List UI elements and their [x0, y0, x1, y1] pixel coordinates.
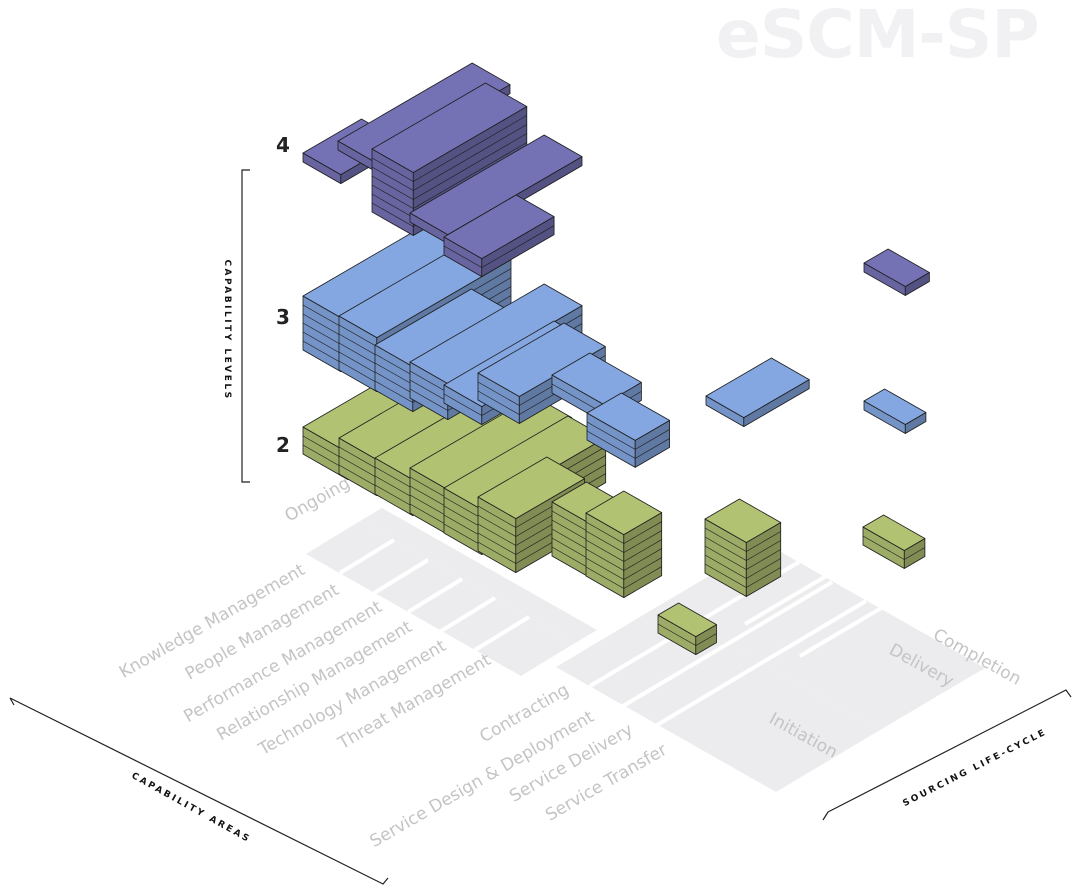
- sourcing-lifecycle-title: SOURCING LIFE-CYCLE: [901, 727, 1048, 809]
- l4-performance-a-top: [371, 82, 528, 173]
- l2-delivery-a-plate-line: [704, 545, 781, 570]
- l3-delivery-a-top: [705, 357, 810, 419]
- floor-ongoing: [306, 508, 597, 676]
- capability-areas-title: CAPABILITY AREAS: [130, 771, 253, 845]
- l2-completion-a-plate-line: [862, 535, 926, 560]
- l4-technology-a: [443, 194, 555, 278]
- level-2-label: 2: [276, 433, 290, 457]
- l2-delivery-a: [704, 498, 782, 597]
- l2-transfer-a-plate-line: [657, 623, 717, 646]
- l2-design-a: [585, 490, 663, 598]
- l3-design-a-plate-line: [586, 430, 670, 459]
- l2-transfer-a: [657, 602, 717, 655]
- l2-ongoing-f-top: [477, 456, 585, 519]
- l2-design-a-plate-line: [585, 566, 662, 589]
- l4-performance-a-plate-line: [371, 115, 527, 182]
- l4-performance-a-plate-line: [371, 133, 527, 200]
- l2-design-a-plate-line: [585, 539, 662, 562]
- l2-design-a-top: [585, 490, 663, 535]
- l2-ongoing-f: [477, 456, 585, 573]
- l3-completion-a-top: [863, 388, 927, 425]
- l2-delivery-a-plate-line: [704, 527, 781, 552]
- l4-technology-a-plate-line: [443, 225, 555, 268]
- l2-design-a-plate-line: [585, 557, 662, 580]
- capability-blocks: [302, 62, 930, 655]
- l2-delivery-a-plate-line: [704, 563, 781, 588]
- l3-design-a: [586, 392, 670, 468]
- l2-delivery-a-top: [704, 498, 782, 543]
- l3-design-a-top: [586, 392, 670, 441]
- l2-design-a-plate-line: [585, 521, 662, 544]
- level-3-label: 3: [276, 305, 290, 329]
- l2-design-a-plate-line: [585, 530, 662, 553]
- l2-delivery-a-plate-line: [704, 554, 781, 579]
- l4-performance-a-plate-line: [371, 124, 527, 191]
- capability-levels-axis: CAPABILITY LEVELS: [222, 169, 250, 483]
- l3-ongoing-d-top: [409, 283, 583, 385]
- phase-ongoing: Ongoing: [282, 473, 354, 526]
- capability-areas-axis: CAPABILITY AREAS: [9, 697, 389, 885]
- level-4-label: 4: [276, 133, 290, 157]
- l4-technology-a-top: [443, 194, 555, 260]
- l3-contracting-a-top: [551, 352, 642, 405]
- l3-delivery-a: [705, 357, 810, 428]
- l4-completion-a-top: [863, 248, 930, 287]
- l2-transfer-a-top: [657, 602, 717, 637]
- l3-ongoing-f-top: [477, 322, 606, 397]
- l4-people-a-top: [337, 62, 511, 164]
- l2-completion-a: [862, 514, 926, 569]
- l4-relationship-a-top: [409, 134, 583, 236]
- l2-ongoing-d-top: [409, 395, 573, 491]
- l2-design-a-plate-line: [585, 548, 662, 571]
- l3-completion-a: [863, 388, 927, 434]
- capability-levels-title: CAPABILITY LEVELS: [222, 259, 232, 400]
- l4-performance-a-plate-line: [371, 142, 527, 209]
- l4-completion-a: [863, 248, 930, 296]
- l3-design-a-plate-line: [586, 421, 670, 450]
- l2-delivery-a-plate-line: [704, 536, 781, 561]
- escm-sp-logo: eSCM-SP: [716, 0, 1040, 73]
- l2-completion-a-top: [862, 514, 926, 551]
